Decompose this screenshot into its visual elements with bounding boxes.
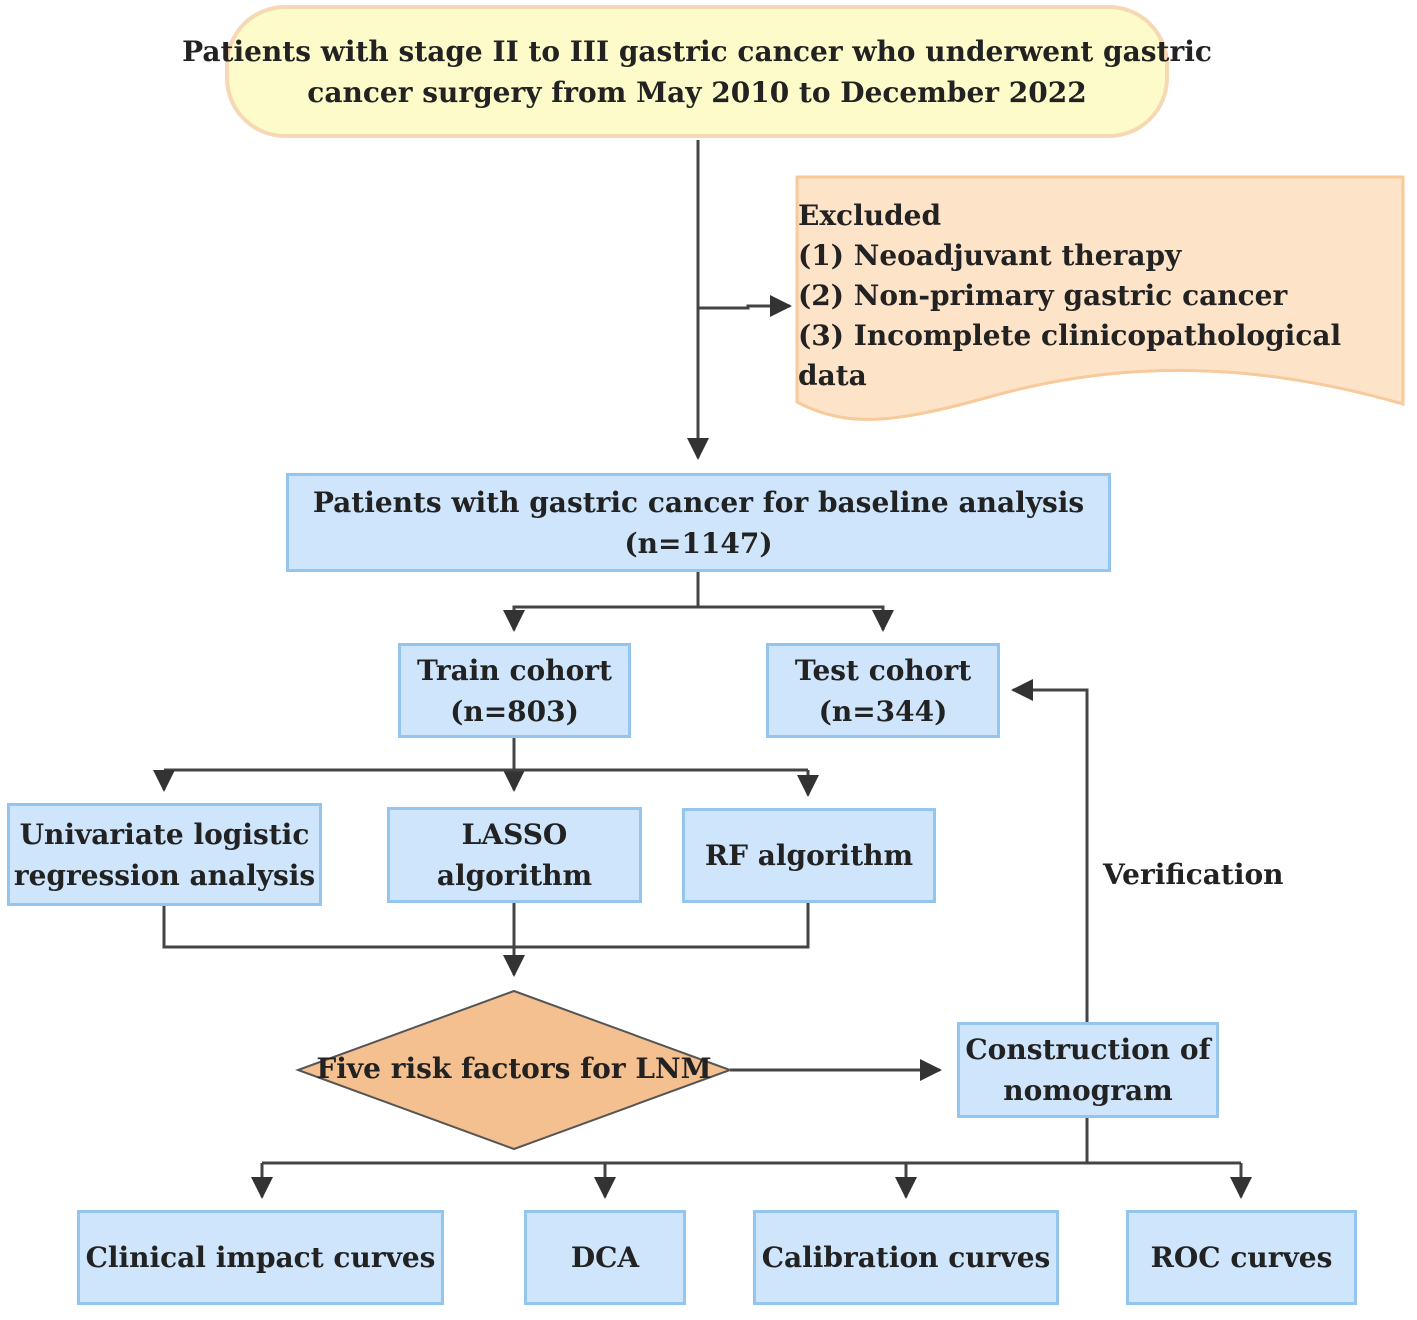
excluded-item-2: (2) Non-primary gastric cancer [798,279,1288,312]
test-line-1: Test cohort [794,653,972,687]
dca-box: DCA [524,1210,686,1305]
lasso-line-1: LASSO [461,818,568,851]
baseline-box: Patients with gastric cancer for baselin… [286,473,1111,572]
test-cohort-box: Test cohort (n=344) [766,643,1000,738]
excluded-shape [795,175,1405,421]
lasso-line-2: algorithm [436,859,593,892]
calibration-box: Calibration curves [753,1210,1059,1305]
univariate-line-1: Univariate logistic [19,817,310,851]
excluded-item-1: (1) Neoadjuvant therapy [798,239,1182,272]
roc-box: ROC curves [1126,1210,1357,1305]
baseline-line-1: Patients with gastric cancer for baselin… [312,485,1085,519]
nomogram-line-1: Construction of [965,1033,1211,1066]
start-box: Patients with stage II to III gastric ca… [182,5,1212,138]
test-line-2: (n=344) [818,694,948,728]
train-cohort-box: Train cohort (n=803) [398,643,631,738]
arrow-verification [1011,679,1089,1022]
verification-label: Verification [1103,858,1284,891]
clinical-impact-box: Clinical impact curves [77,1210,444,1305]
nomogram-line-2: nomogram [1003,1074,1173,1107]
rf-line-1: RF algorithm [704,839,914,872]
lasso-box: LASSO algorithm [387,807,642,903]
calibration-label: Calibration curves [761,1241,1051,1274]
nomogram-box: Construction of nomogram [957,1022,1219,1118]
arrow-to-test [698,605,894,632]
excluded-title: Excluded [798,199,942,232]
arrow-to-train [503,572,700,632]
train-line-2: (n=803) [450,694,579,728]
start-line-1: Patients with stage II to III gastric ca… [182,34,1212,68]
clinical-impact-label: Clinical impact curves [85,1241,436,1274]
univariate-box: Univariate logistic regression analysis [7,803,322,906]
merge-line [162,903,810,949]
train-line-1: Train cohort [417,653,612,687]
univariate-line-2: regression analysis [13,858,316,892]
start-line-2: cancer surgery from May 2010 to December… [307,75,1087,109]
roc-label: ROC curves [1150,1241,1333,1274]
risk-factors-label: Five risk factors for LNM [316,1052,712,1085]
risk-factors-diamond [295,989,733,1151]
rf-box: RF algorithm [682,808,936,903]
excluded-text: Excluded (1) Neoadjuvant therapy (2) Non… [798,196,1417,396]
excluded-item-3: (3) Incomplete clinicopathological data [798,319,1342,392]
baseline-line-2: (n=1147) [624,526,773,560]
dca-label: DCA [570,1241,640,1274]
arrow-to-excluded [698,295,792,317]
